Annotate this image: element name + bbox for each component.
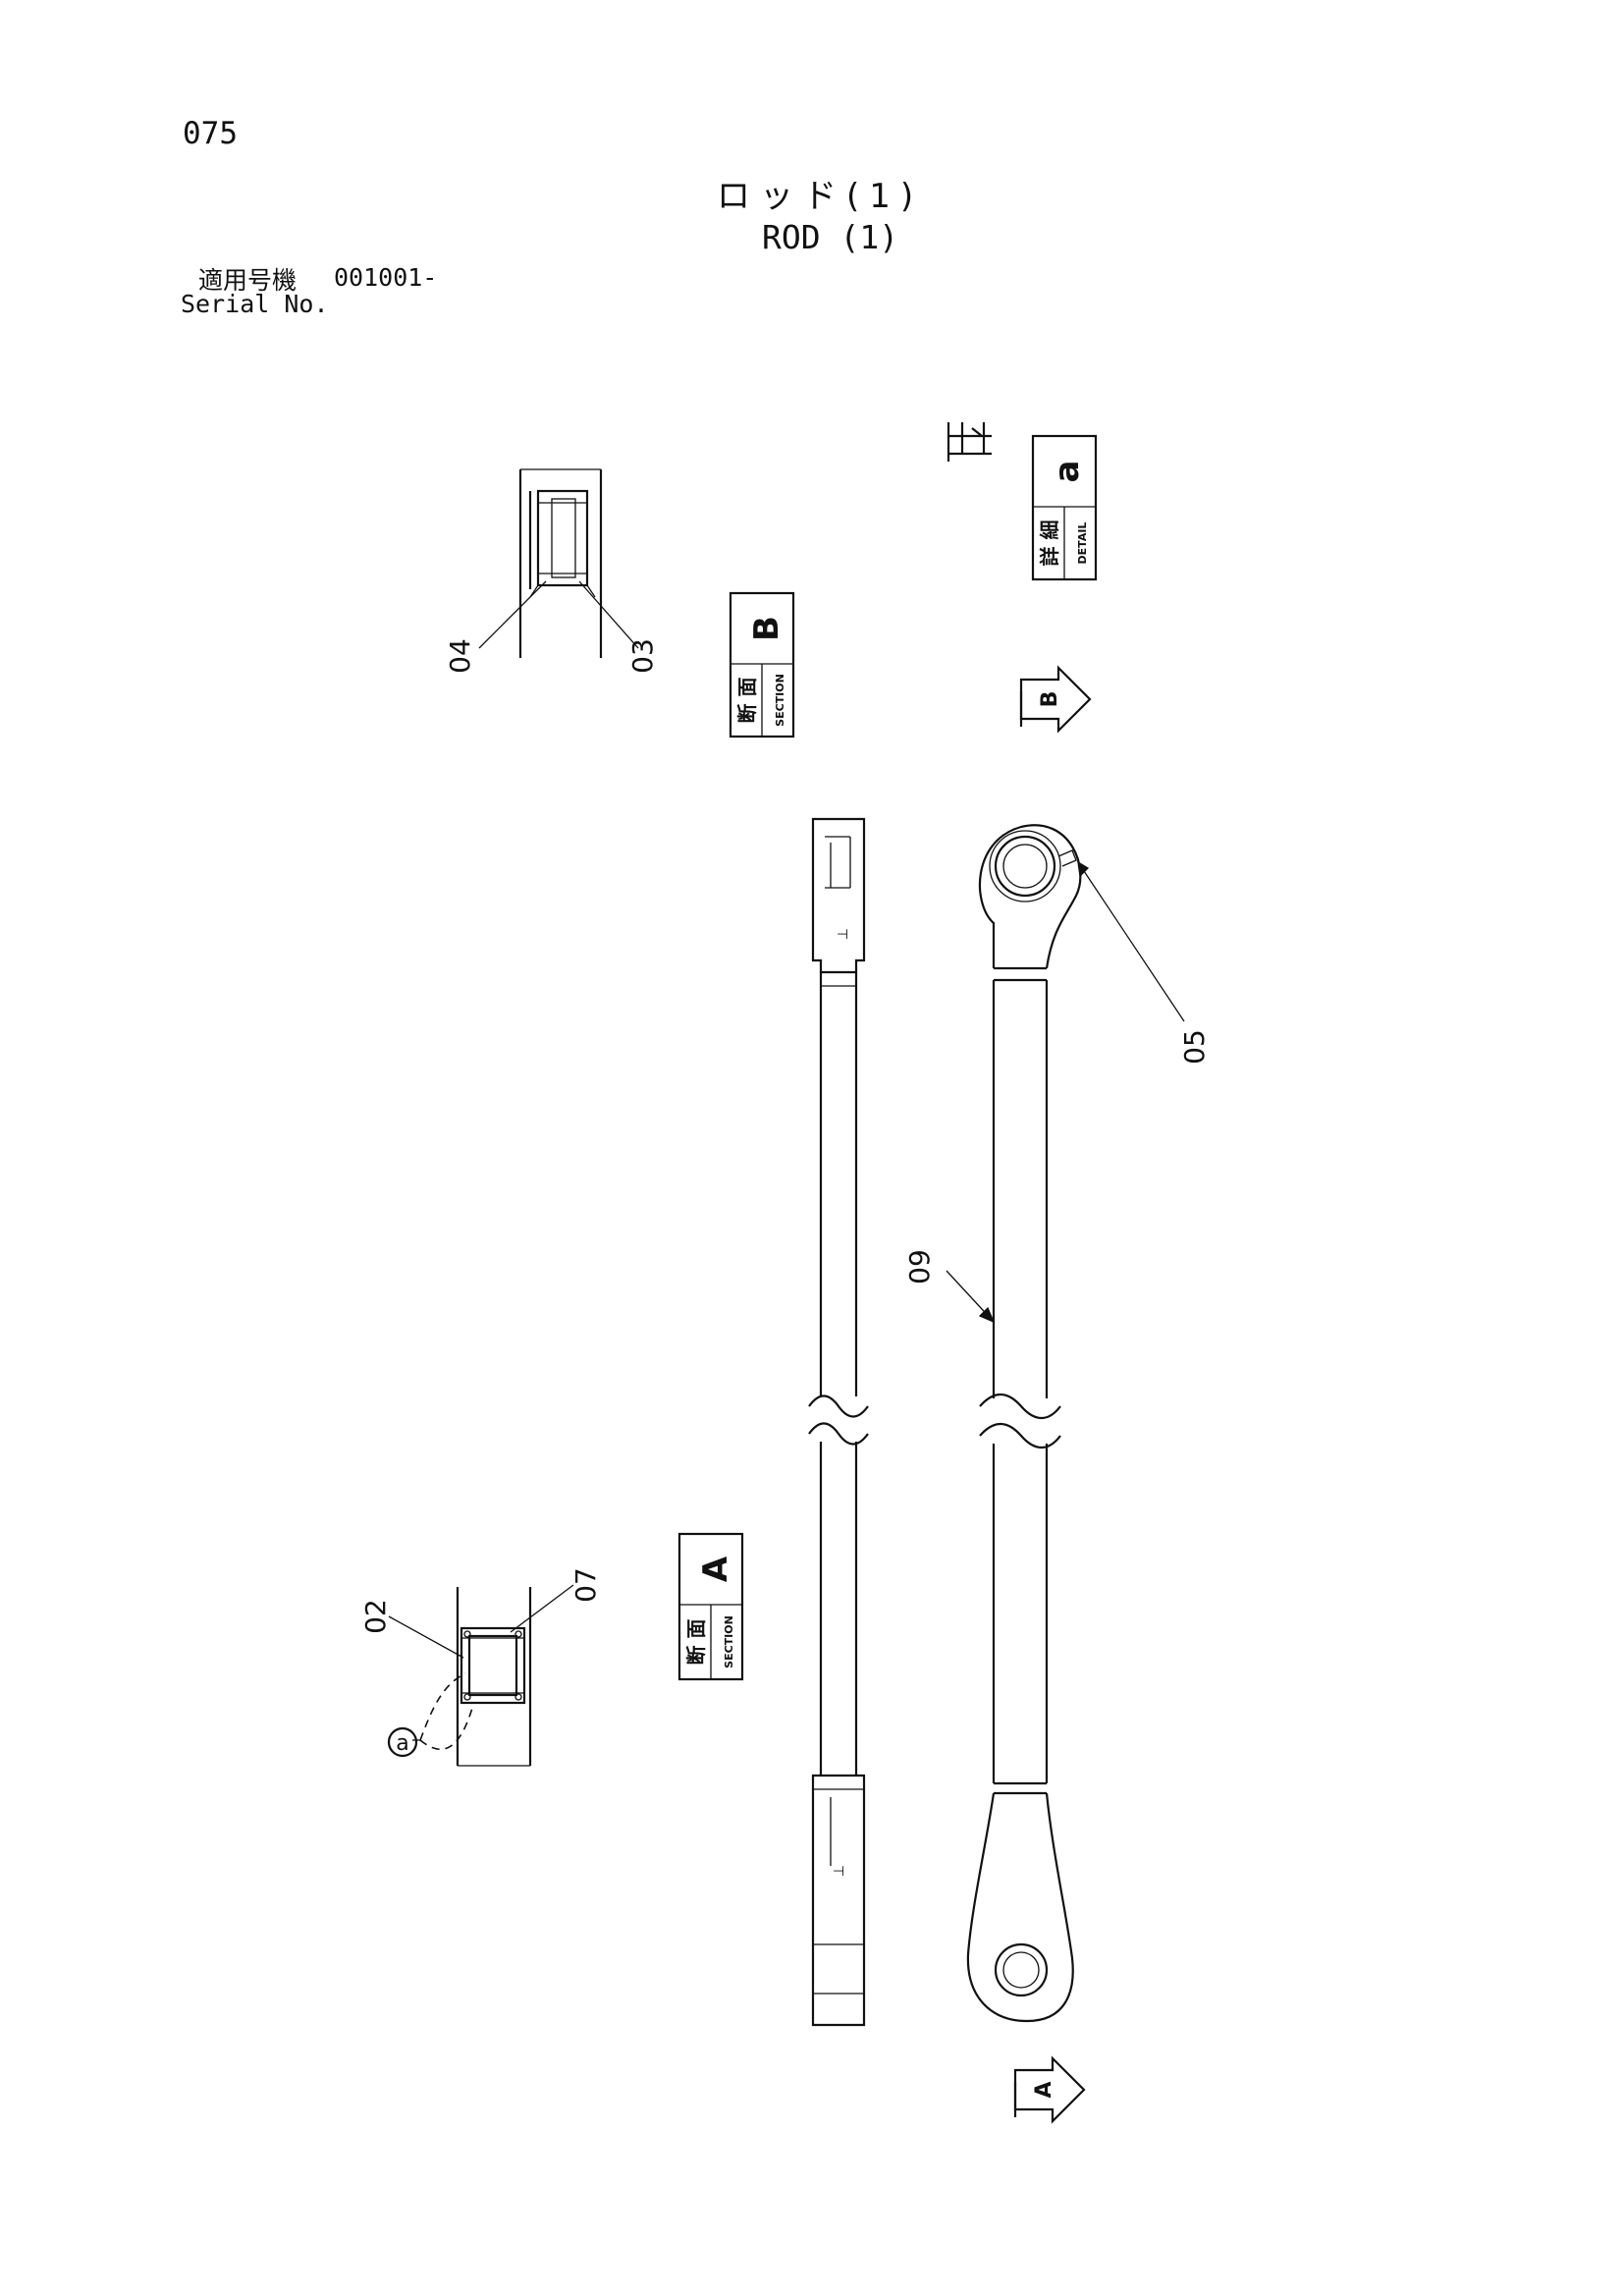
section-b-letter: B bbox=[747, 616, 786, 641]
part-05-label: 05 bbox=[1178, 1029, 1211, 1065]
section-b-arrow-letter: B bbox=[1038, 691, 1062, 708]
detail-a-sketch bbox=[947, 422, 992, 462]
detail-a-jp: 詳 細 bbox=[1038, 520, 1061, 567]
page-number: 075 bbox=[183, 116, 238, 151]
leader-07 bbox=[510, 1584, 574, 1633]
leader-05 bbox=[1077, 861, 1185, 1022]
section-b-label: B 断 面 SECTION bbox=[729, 591, 795, 738]
section-a-arrow: A bbox=[1013, 2055, 1086, 2124]
section-a-jp: 断 面 bbox=[684, 1619, 708, 1666]
section-b-arrow: B bbox=[1019, 665, 1092, 734]
detail-a-callout-letter: a bbox=[396, 1731, 408, 1756]
serial-label-jp: 適用号機 bbox=[198, 266, 298, 295]
leader-02 bbox=[388, 1615, 464, 1659]
svg-text:⊣: ⊣ bbox=[837, 927, 848, 943]
rod-front-view bbox=[966, 824, 1082, 2023]
detail-a-label: a 詳 細 DETAIL bbox=[1031, 434, 1098, 581]
rod-side-view: ⊣ ⊣ bbox=[808, 817, 869, 2027]
part-09-label: 09 bbox=[903, 1249, 936, 1285]
section-b-en: SECTION bbox=[774, 674, 786, 727]
section-a-arrow-letter: A bbox=[1032, 2081, 1056, 2098]
part-03-label: 03 bbox=[626, 638, 659, 674]
page-title-en: ROD (1) bbox=[762, 218, 899, 256]
section-b-view bbox=[518, 468, 603, 658]
section-a-letter: A bbox=[696, 1556, 735, 1582]
serial-code: 001001- bbox=[334, 263, 438, 292]
section-b-jp: 断 面 bbox=[735, 678, 759, 724]
part-02-label: 02 bbox=[359, 1599, 392, 1634]
section-a-en: SECTION bbox=[723, 1615, 735, 1668]
section-a-view bbox=[456, 1587, 532, 1767]
part-07-label: 07 bbox=[569, 1567, 602, 1603]
serial-label-en: Serial No. bbox=[181, 290, 329, 318]
detail-a-letter: a bbox=[1048, 461, 1087, 483]
leader-03 bbox=[578, 580, 639, 649]
detail-a-en: DETAIL bbox=[1076, 522, 1089, 565]
detail-a-callout: a bbox=[387, 1672, 474, 1758]
svg-text:⊣: ⊣ bbox=[833, 1864, 844, 1880]
section-a-label: A 断 面 SECTION bbox=[677, 1532, 744, 1681]
leader-04 bbox=[478, 580, 547, 649]
page-title-jp: ロッド(1) bbox=[717, 177, 924, 216]
part-04-label: 04 bbox=[444, 638, 476, 674]
